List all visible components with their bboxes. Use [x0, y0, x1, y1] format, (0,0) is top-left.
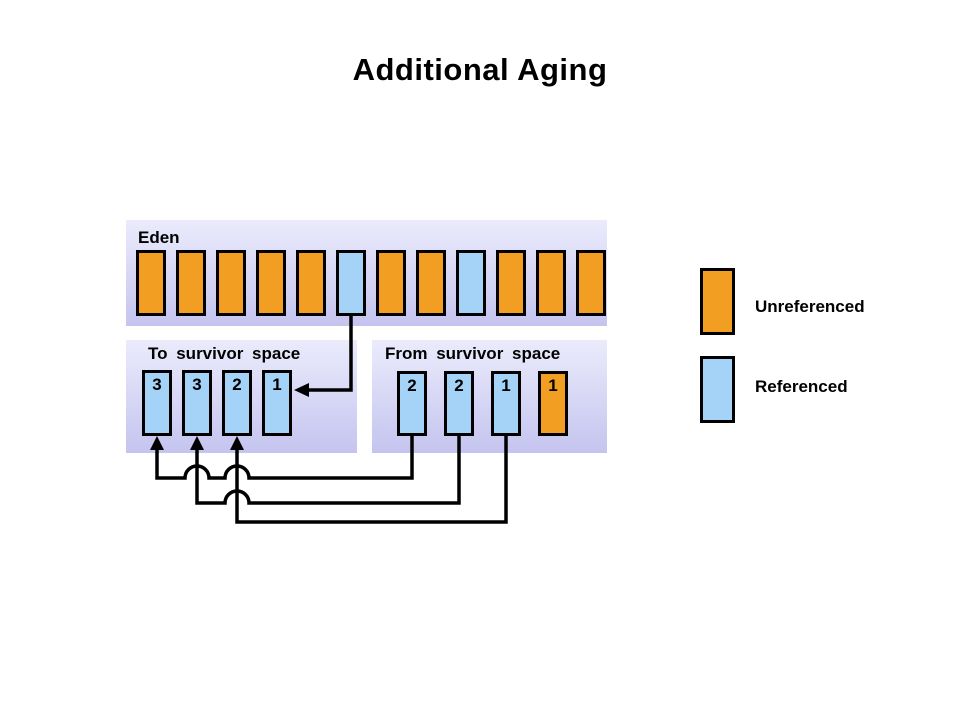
eden-panel: Eden [126, 220, 607, 326]
legend-label-referenced: Referenced [755, 377, 848, 396]
eden-label: Eden [138, 228, 180, 247]
from-survivor-blocks: 2 2 1 1 [397, 371, 568, 436]
legend-swatch-unreferenced [700, 268, 735, 335]
block-age-label: 3 [192, 375, 202, 394]
block-age-label: 2 [407, 376, 417, 395]
memory-block-unreferenced [416, 250, 446, 316]
memory-block-referenced [336, 250, 366, 316]
memory-block-unreferenced [496, 250, 526, 316]
memory-block-unreferenced [376, 250, 406, 316]
memory-block-unreferenced [256, 250, 286, 316]
to-survivor-blocks: 3 3 2 1 [142, 370, 292, 436]
memory-block-referenced [456, 250, 486, 316]
slide-title: Additional Aging [352, 52, 608, 87]
memory-block-unreferenced [536, 250, 566, 316]
to-survivor-panel: To survivor space 3 3 2 1 [126, 340, 357, 453]
block-age-label: 1 [501, 376, 511, 395]
memory-block-referenced: 3 [182, 370, 212, 436]
memory-block-unreferenced [296, 250, 326, 316]
block-age-label: 1 [548, 376, 558, 395]
eden-blocks [136, 250, 606, 316]
legend-label-unreferenced: Unreferenced [755, 297, 865, 316]
legend-swatch-referenced [700, 356, 735, 423]
memory-block-referenced: 2 [222, 370, 252, 436]
from-survivor-label: From survivor space [385, 344, 561, 363]
memory-block-unreferenced: 1 [538, 371, 568, 436]
block-age-label: 3 [152, 375, 162, 394]
memory-block-referenced: 1 [491, 371, 521, 436]
memory-block-unreferenced [176, 250, 206, 316]
memory-block-referenced: 1 [262, 370, 292, 436]
memory-block-unreferenced [576, 250, 606, 316]
memory-block-unreferenced [216, 250, 246, 316]
block-age-label: 1 [272, 375, 282, 394]
memory-block-referenced: 2 [397, 371, 427, 436]
block-age-label: 2 [454, 376, 464, 395]
memory-block-referenced: 3 [142, 370, 172, 436]
to-survivor-label: To survivor space [148, 344, 301, 363]
memory-block-referenced: 2 [444, 371, 474, 436]
block-age-label: 2 [232, 375, 242, 394]
memory-block-unreferenced [136, 250, 166, 316]
from-survivor-panel: From survivor space 2 2 1 1 [372, 340, 607, 453]
